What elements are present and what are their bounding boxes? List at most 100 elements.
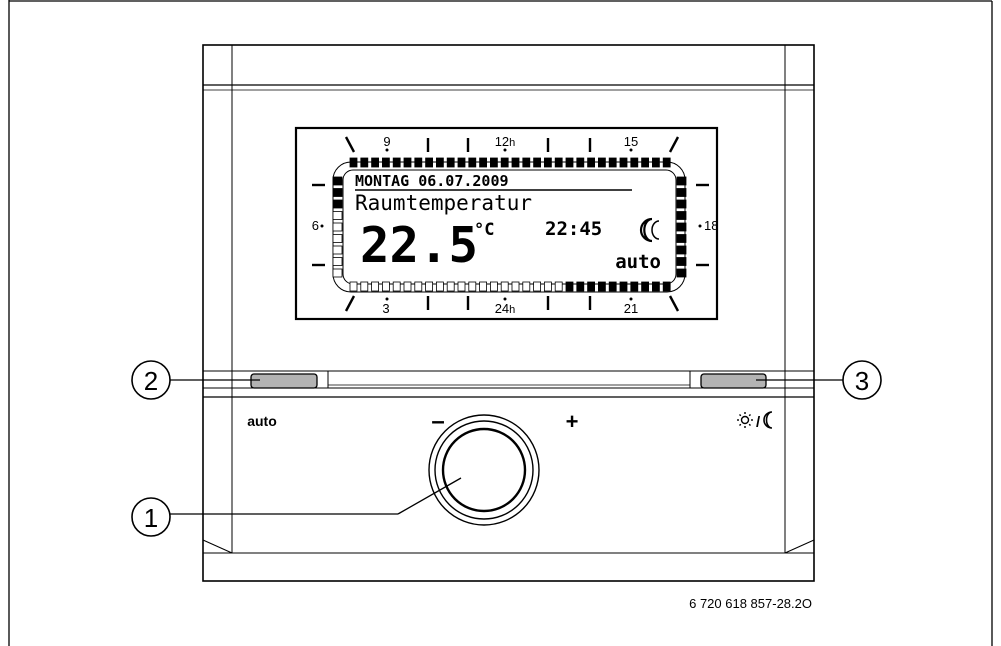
dial-left-6: 6	[312, 218, 319, 233]
lcd-segment	[332, 211, 343, 220]
lcd-segment	[468, 281, 477, 292]
day-night-separator: /	[756, 414, 761, 431]
lcd-segment	[489, 157, 498, 168]
lcd-segment	[381, 157, 390, 168]
lcd-segment	[332, 199, 343, 209]
dial-dot	[385, 148, 389, 152]
lcd-segment	[576, 157, 585, 168]
dial-right-18: 18	[704, 218, 718, 233]
callout-2: 2	[131, 360, 260, 400]
lcd-segment	[468, 157, 477, 168]
svg-text:1: 1	[144, 503, 158, 533]
lcd-segment	[332, 234, 343, 243]
lcd-segment	[332, 188, 343, 197]
lcd-segment-ring	[332, 157, 687, 292]
dial-top-12: 12h	[495, 134, 516, 149]
lcd-segment	[403, 281, 412, 292]
lcd-segment	[544, 281, 552, 292]
lcd-temperature-unit: °C	[474, 220, 494, 240]
dial-dot	[698, 224, 702, 228]
rotary-knob[interactable]	[428, 414, 540, 526]
lcd-segment	[676, 188, 687, 197]
lcd-segment	[371, 281, 380, 292]
lcd-segment	[360, 157, 369, 168]
lcd-content: MONTAG 06.07.2009 Raumtemperatur 22.5 °C…	[355, 172, 661, 274]
lcd-segment	[403, 157, 412, 168]
lcd-segment	[676, 211, 687, 220]
dial-top-9: 9	[383, 134, 390, 149]
lcd-segment	[630, 157, 639, 168]
lcd-segment	[619, 157, 628, 168]
lcd-segment	[479, 157, 488, 168]
lcd-segment	[598, 157, 606, 168]
dial-top-15: 15	[624, 134, 638, 149]
svg-text:3: 3	[855, 366, 869, 396]
lcd-segment	[457, 281, 466, 292]
svg-text:2: 2	[144, 366, 158, 396]
lcd-segment	[533, 281, 541, 292]
lcd-segment	[446, 157, 455, 168]
lcd-segment	[676, 257, 687, 266]
auto-button[interactable]	[250, 373, 318, 389]
device-housing	[202, 44, 815, 582]
lcd-segment	[425, 281, 434, 292]
lcd-segment	[332, 245, 343, 255]
lcd-segment	[446, 281, 455, 292]
lcd-segment	[511, 157, 520, 168]
lcd-temperature: 22.5	[360, 217, 478, 274]
dial-bottom-21: 21	[624, 301, 638, 316]
lcd-segment	[641, 157, 649, 168]
callout-3: 3	[756, 360, 882, 400]
dial-bottom-3: 3	[382, 301, 389, 316]
auto-label: auto	[247, 413, 277, 429]
lcd-segment	[641, 281, 649, 292]
lcd-segment	[500, 157, 509, 168]
dial-dot	[629, 297, 633, 301]
sun-moon-icon	[737, 411, 773, 429]
dial-bottom-24: 24h	[495, 301, 516, 316]
dial-dot	[320, 224, 324, 228]
lcd-segment	[332, 222, 343, 232]
lcd-segment	[676, 245, 687, 255]
lcd-segment	[435, 281, 444, 292]
lcd-segment	[522, 281, 531, 292]
dial-tick	[668, 136, 680, 153]
dial-tick-marks	[312, 136, 709, 312]
lcd-segment	[676, 222, 687, 232]
dial-dot	[385, 297, 389, 301]
lcd-segment	[360, 281, 369, 292]
lcd-segment	[676, 176, 687, 186]
lcd-segment	[598, 281, 606, 292]
lcd-segment	[554, 281, 563, 292]
lcd-segment	[332, 268, 343, 278]
lcd-segment	[587, 281, 595, 292]
dial-tick	[344, 136, 356, 153]
day-night-button[interactable]	[700, 373, 767, 389]
figure-id: 6 720 618 857-28.2O	[689, 596, 812, 611]
lcd-segment	[457, 157, 466, 168]
dial-numbers: 9 12h 15 3 24h 21 6 18	[312, 134, 719, 316]
lcd-segment	[619, 281, 628, 292]
lcd-segment	[425, 157, 434, 168]
lcd-segment	[630, 281, 639, 292]
lcd-segment	[676, 234, 687, 243]
lcd-segment	[414, 157, 423, 168]
lcd-segment	[652, 281, 660, 292]
lcd-segment	[381, 281, 390, 292]
dial-tick	[668, 295, 680, 312]
lcd-segment	[332, 176, 343, 186]
plus-label: +	[566, 409, 579, 434]
lcd-segment	[576, 281, 585, 292]
lcd-segment	[522, 157, 531, 168]
lcd-segment	[489, 281, 498, 292]
dial-dot	[503, 297, 507, 301]
lcd-segment	[392, 157, 401, 168]
lcd-segment	[500, 281, 509, 292]
dial-dot	[629, 148, 633, 152]
lcd-segment	[332, 257, 343, 266]
lcd-segment	[608, 157, 617, 168]
lcd-segment	[554, 157, 563, 168]
lcd-segment	[544, 157, 552, 168]
lcd-segment	[565, 157, 574, 168]
